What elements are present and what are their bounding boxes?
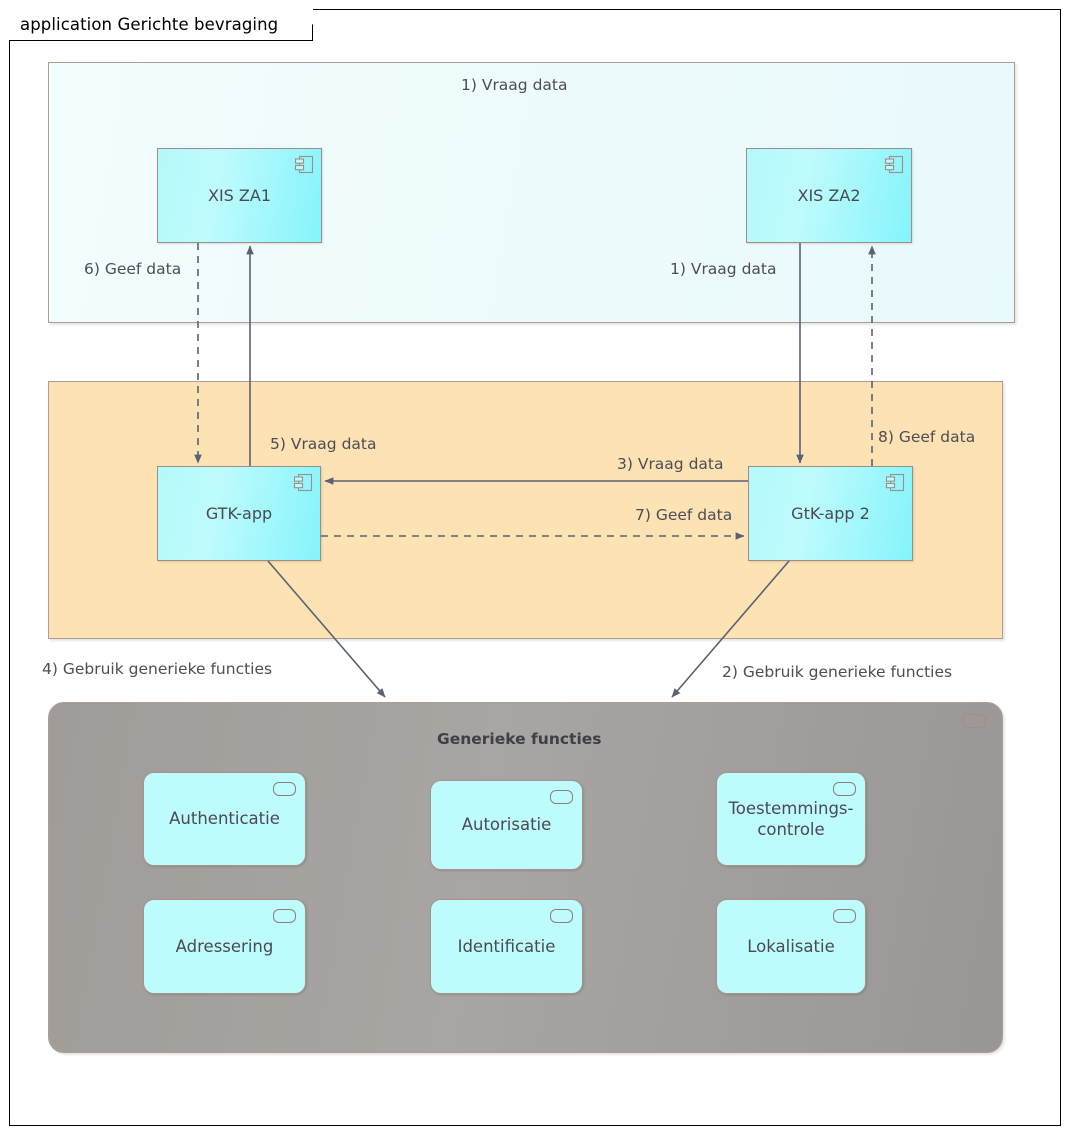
label-step3: 3) Vraag data	[617, 455, 724, 473]
service-rounded-icon	[833, 782, 856, 796]
uml-component-icon	[293, 473, 313, 492]
component-label: GTK-app	[205, 503, 273, 523]
label-step8: 8) Geef data	[878, 428, 976, 446]
service-label: Toestemmings- controle	[728, 798, 854, 839]
generieke-functies-title: Generieke functies	[437, 730, 602, 748]
component-xis-za2[interactable]: XIS ZA2	[746, 148, 912, 243]
service-lokalisatie[interactable]: Lokalisatie	[716, 899, 866, 994]
component-xis-za1[interactable]: XIS ZA1	[157, 148, 322, 243]
label-step1-top: 1) Vraag data	[461, 76, 568, 94]
service-adressering[interactable]: Adressering	[143, 899, 306, 994]
label-step7: 7) Geef data	[635, 506, 733, 524]
label-step5: 5) Vraag data	[270, 435, 377, 453]
uml-component-icon	[294, 155, 314, 174]
service-label: Autorisatie	[461, 815, 552, 835]
service-autorisatie[interactable]: Autorisatie	[430, 780, 583, 870]
service-rounded-icon	[550, 909, 573, 923]
generieke-functies-group[interactable]	[48, 702, 1003, 1053]
component-label: XIS ZA2	[797, 185, 861, 205]
uml-frame-title-tab: application Gerichte bevraging	[9, 9, 313, 41]
label-step4: 4) Gebruik generieke functies	[42, 660, 273, 678]
component-label: XIS ZA1	[207, 185, 271, 205]
service-authenticatie[interactable]: Authenticatie	[143, 772, 306, 866]
service-label: Adressering	[175, 936, 274, 956]
uml-component-icon	[884, 155, 904, 174]
label-step6: 6) Geef data	[84, 260, 182, 278]
service-toestemmingscontrole[interactable]: Toestemmings- controle	[716, 772, 866, 866]
uml-frame-title-label: application Gerichte bevraging	[20, 15, 279, 34]
uml-component-icon	[885, 473, 905, 492]
service-rounded-icon	[550, 790, 573, 804]
service-label: Lokalisatie	[747, 936, 835, 956]
service-identificatie[interactable]: Identificatie	[430, 899, 583, 994]
component-gtk-app[interactable]: GTK-app	[157, 466, 321, 561]
label-step1-right: 1) Vraag data	[670, 260, 777, 278]
service-rounded-icon	[833, 909, 856, 923]
service-label: Authenticatie	[169, 809, 280, 829]
service-label: Identificatie	[457, 936, 556, 956]
service-rounded-icon	[273, 909, 296, 923]
service-rounded-icon	[962, 714, 986, 728]
component-label: GtK-app 2	[791, 503, 870, 523]
label-step2: 2) Gebruik generieke functies	[722, 663, 953, 681]
service-rounded-icon	[273, 782, 296, 796]
uml-frame-border	[9, 9, 1061, 1126]
component-gtk-app-2[interactable]: GtK-app 2	[748, 466, 913, 561]
